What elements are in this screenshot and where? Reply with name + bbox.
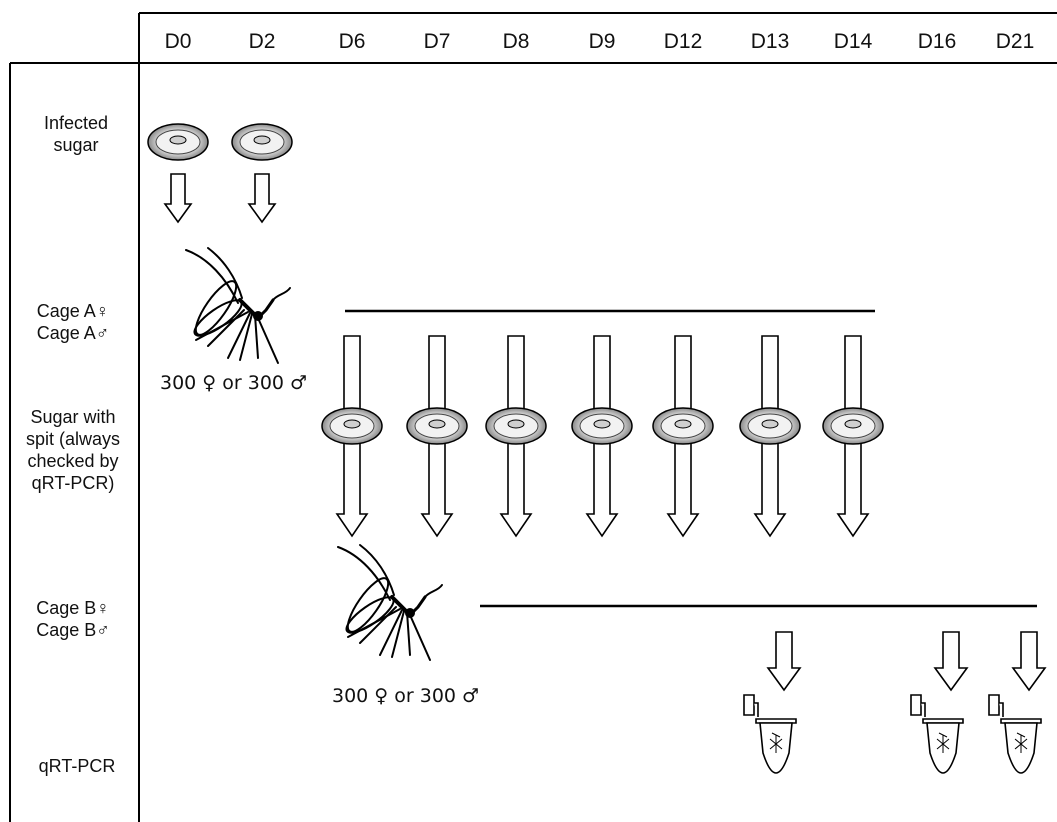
sugar-dish-icon: [822, 407, 884, 445]
row-label-sugar-with-spit: Sugar with spit (always checked by qRT-P…: [25, 407, 121, 493]
cage-a-count-label: 300 ♀ or 300 ♂: [160, 372, 308, 394]
row-label-qrt-pcr: qRT-PCR: [38, 756, 116, 776]
mosquito-icon: [337, 544, 443, 661]
row-label-cage-a-male: Cage A♂: [36, 323, 110, 343]
day-header-d14: D14: [833, 30, 873, 53]
sugar-dish-icon: [485, 407, 547, 445]
day-header-d8: D8: [502, 30, 530, 53]
cage-b-count-label: 300 ♀ or 300 ♂: [332, 685, 480, 707]
mosquito-icon: [185, 247, 291, 364]
row-label-cage-b-male: Cage B♂: [36, 620, 110, 640]
row-label-cage-a-female: Cage A♀: [36, 301, 110, 321]
tube-layer: [743, 694, 1042, 774]
dish-layer: [147, 123, 884, 445]
row-label-infected-sugar: Infected sugar: [43, 113, 109, 155]
day-header-d16: D16: [917, 30, 957, 53]
day-header-d12: D12: [663, 30, 703, 53]
day-header-d2: D2: [248, 30, 276, 53]
down-arrow-icon: [766, 631, 802, 692]
down-arrow-icon: [933, 631, 969, 692]
tube-icon: [910, 694, 964, 774]
day-header-d0: D0: [164, 30, 192, 53]
day-header-d21: D21: [995, 30, 1035, 53]
day-header-d7: D7: [423, 30, 451, 53]
down-arrow-icon: [163, 173, 193, 224]
sugar-dish-icon: [321, 407, 383, 445]
day-header-d9: D9: [588, 30, 616, 53]
tube-icon: [743, 694, 797, 774]
down-arrow-icon: [1011, 631, 1047, 692]
sugar-dish-icon: [147, 123, 209, 161]
sugar-dish-icon: [406, 407, 468, 445]
day-header-d6: D6: [338, 30, 366, 53]
tube-icon: [988, 694, 1042, 774]
sugar-dish-icon: [652, 407, 714, 445]
table-frame: [9, 12, 1057, 822]
down-arrow-icon: [247, 173, 277, 224]
row-label-cage-b-female: Cage B♀: [36, 598, 110, 618]
sugar-dish-icon: [739, 407, 801, 445]
sugar-dish-icon: [231, 123, 293, 161]
day-header-d13: D13: [750, 30, 790, 53]
sugar-dish-icon: [571, 407, 633, 445]
arrows-layer: [163, 173, 1047, 692]
